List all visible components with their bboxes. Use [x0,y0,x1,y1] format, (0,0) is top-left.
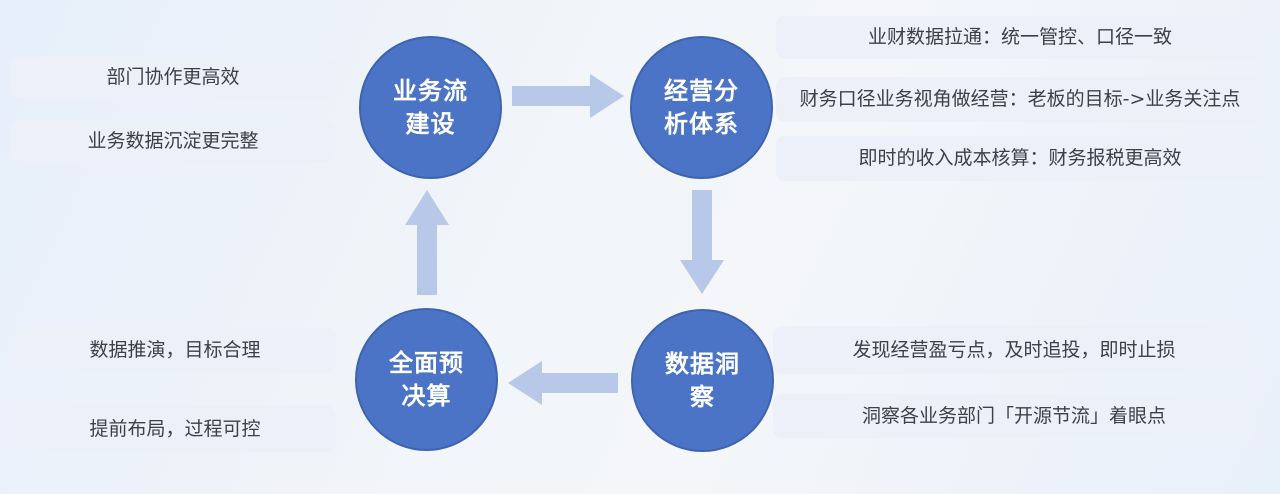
benefit-box-top-left-2: 业务数据沉淀更完整 [10,121,336,162]
benefit-box-bottom-right-2: 洞察各业务部门「开源节流」着眼点 [773,394,1255,438]
arrow-left-icon [508,361,618,405]
benefit-box-bottom-right-1: 发现经营盈亏点，及时追投，即时止损 [773,326,1255,374]
arrow-down-icon [680,190,724,294]
benefit-box-top-right-2: 财务口径业务视角做经营：老板的目标->业务关注点 [776,77,1264,122]
benefit-box-top-left-1: 部门协作更高效 [10,57,336,98]
benefit-box-bottom-left-2: 提前布局，过程可控 [14,406,336,452]
arrow-up-icon [405,190,449,295]
benefit-box-top-right-3: 即时的收入成本核算：财务报税更高效 [776,136,1264,181]
arrow-right-icon [512,74,624,118]
cycle-node-comprehensive-budget: 全面预 决算 [355,308,498,451]
cycle-node-data-insight: 数据洞 察 [631,309,774,452]
cycle-node-business-flow-construction: 业务流 建设 [359,36,502,179]
benefit-box-top-right-1: 业财数据拉通：统一管控、口径一致 [776,16,1264,59]
cycle-node-operation-analysis-system: 经营分 析体系 [630,36,773,179]
benefit-box-bottom-left-1: 数据推演，目标合理 [14,328,336,373]
